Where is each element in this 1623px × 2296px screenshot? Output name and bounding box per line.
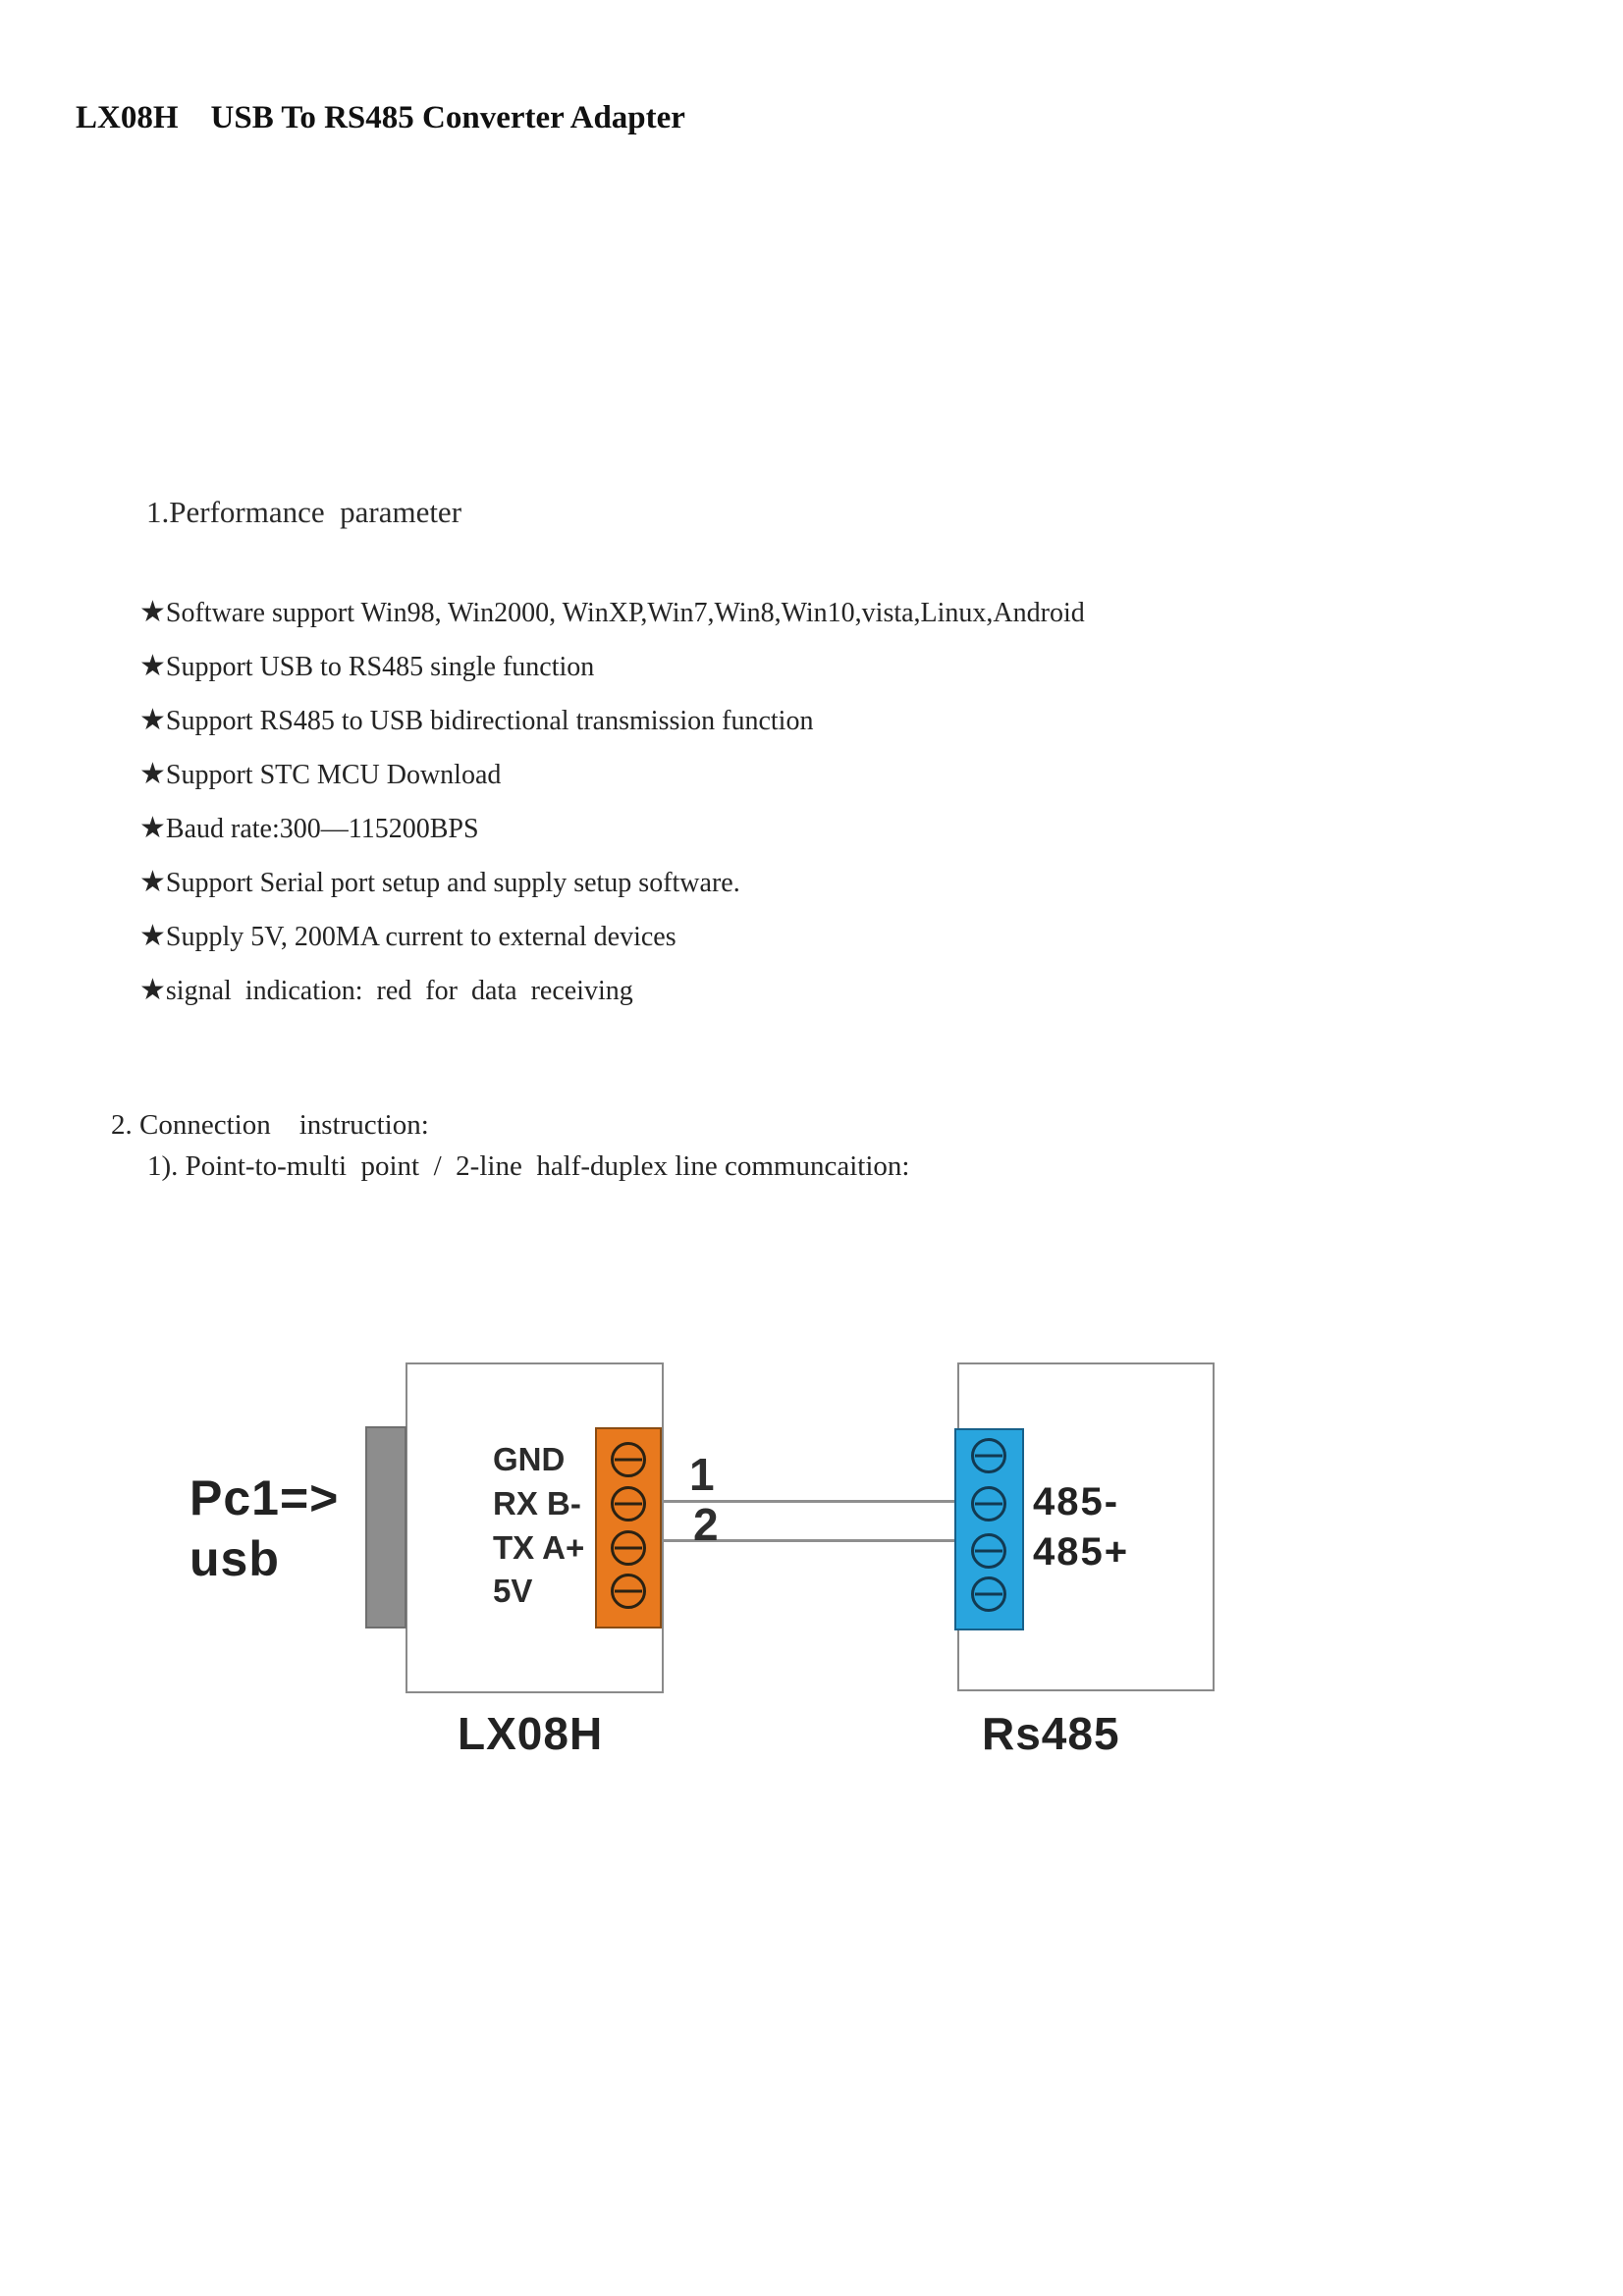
connection-heading: 2. Connection instruction: xyxy=(111,1109,429,1141)
rs485-minus-label: 485- xyxy=(1033,1480,1120,1523)
star-bullet-icon: ★ xyxy=(139,704,166,736)
performance-heading: 1.Performance parameter xyxy=(146,495,462,529)
star-bullet-icon: ★ xyxy=(139,974,166,1006)
star-bullet-icon: ★ xyxy=(139,758,166,790)
pin-label-5v: 5V xyxy=(493,1573,533,1609)
screw-terminal-icon xyxy=(611,1442,646,1477)
feature-item: ★Supply 5V, 200MA current to external de… xyxy=(139,909,1318,963)
feature-text: Support Serial port setup and supply set… xyxy=(165,868,740,898)
star-bullet-icon: ★ xyxy=(139,866,166,898)
pin-label-rxb: RX B- xyxy=(493,1485,581,1522)
screw-terminal-icon xyxy=(971,1533,1006,1569)
feature-item: ★Support RS485 to USB bidirectional tran… xyxy=(139,693,1318,747)
screw-terminal-icon xyxy=(971,1576,1006,1612)
rs485-plus-label: 485+ xyxy=(1033,1530,1130,1574)
feature-item: ★Software support Win98, Win2000, WinXP,… xyxy=(139,585,1318,639)
page-title: LX08H USB To RS485 Converter Adapter xyxy=(76,100,685,135)
feature-text: Software support Win98, Win2000, WinXP,W… xyxy=(165,598,1085,628)
pc-label: Pc1=> xyxy=(189,1470,340,1525)
screw-terminal-icon xyxy=(971,1486,1006,1522)
feature-text: Support USB to RS485 single function xyxy=(165,652,595,682)
feature-item: ★Support STC MCU Download xyxy=(139,747,1318,801)
rs485-caption: Rs485 xyxy=(982,1708,1120,1759)
feature-item: ★Support Serial port setup and supply se… xyxy=(139,855,1318,909)
wire-2-label: 2 xyxy=(693,1499,719,1550)
screw-terminal-icon xyxy=(971,1438,1006,1473)
feature-text: Supply 5V, 200MA current to external dev… xyxy=(165,922,676,952)
feature-item: ★Baud rate:300—115200BPS xyxy=(139,801,1318,855)
usb-label: usb xyxy=(189,1531,280,1586)
feature-item: ★Support USB to RS485 single function xyxy=(139,639,1318,693)
star-bullet-icon: ★ xyxy=(139,650,166,682)
lx08h-caption: LX08H xyxy=(458,1708,604,1759)
feature-text: Support RS485 to USB bidirectional trans… xyxy=(165,706,814,736)
screw-terminal-icon xyxy=(611,1574,646,1609)
star-bullet-icon: ★ xyxy=(139,812,166,844)
screw-terminal-icon xyxy=(611,1486,646,1522)
wire-2 xyxy=(662,1539,956,1542)
performance-feature-list: ★Software support Win98, Win2000, WinXP,… xyxy=(139,585,1318,1017)
star-bullet-icon: ★ xyxy=(139,596,166,628)
wire-1 xyxy=(662,1500,956,1503)
star-bullet-icon: ★ xyxy=(139,920,166,952)
feature-item: ★signal indication: red for data receivi… xyxy=(139,963,1318,1017)
feature-text: Support STC MCU Download xyxy=(165,760,502,790)
feature-text: signal indication: red for data receivin… xyxy=(165,976,633,1006)
connection-subheading: 1). Point-to-multi point / 2-line half-d… xyxy=(147,1150,910,1182)
screw-terminal-icon xyxy=(611,1530,646,1566)
pin-label-txa: TX A+ xyxy=(493,1529,585,1566)
feature-text: Baud rate:300—115200BPS xyxy=(165,814,479,844)
pin-label-gnd: GND xyxy=(493,1441,566,1477)
usb-connector-bar xyxy=(365,1426,406,1629)
wire-1-label: 1 xyxy=(689,1449,715,1500)
